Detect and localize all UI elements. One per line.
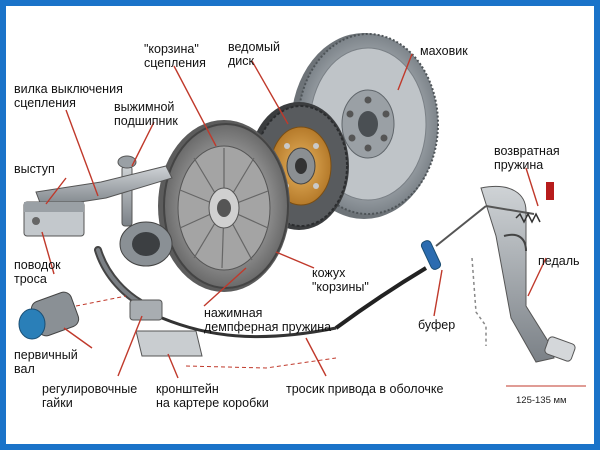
leader-lines — [41, 53, 586, 387]
label-pressure-spring: нажимная демпферная пружина — [204, 306, 332, 334]
clutch-illustration — [18, 33, 586, 387]
label-buffer: буфер — [418, 318, 456, 332]
label-protrusion: выступ — [14, 162, 55, 176]
label-basket-cover: кожух "корзины" — [312, 266, 369, 294]
clutch-basket-part — [158, 120, 290, 292]
dashed-link — [75, 295, 337, 369]
label-cable-lever: поводок троса — [14, 258, 61, 286]
label-pedal-travel: 125-135 мм — [516, 395, 567, 406]
pedal-assembly — [420, 182, 576, 363]
label-driven-disc: ведомый диск — [228, 40, 280, 68]
label-bracket: кронштейн на картере коробки — [156, 382, 269, 410]
label-release-bearing: выжимной подшипник — [114, 100, 178, 128]
label-adjusting-nuts: регулировочные гайки — [42, 382, 138, 410]
label-sheathed-cable: тросик привода в оболочке — [286, 382, 444, 396]
label-release-fork: вилка выключения сцепления — [14, 82, 123, 110]
label-flywheel: маховик — [420, 44, 468, 58]
release-assembly — [23, 155, 173, 267]
input-shaft-part — [18, 291, 80, 340]
label-basket: "корзина" сцепления — [144, 42, 206, 70]
cable-bracket-assembly — [94, 246, 428, 357]
label-pedal: педаль — [538, 254, 580, 268]
label-return-spring: возвратная пружина — [494, 144, 560, 172]
label-input-shaft: первичный вал — [14, 348, 78, 376]
